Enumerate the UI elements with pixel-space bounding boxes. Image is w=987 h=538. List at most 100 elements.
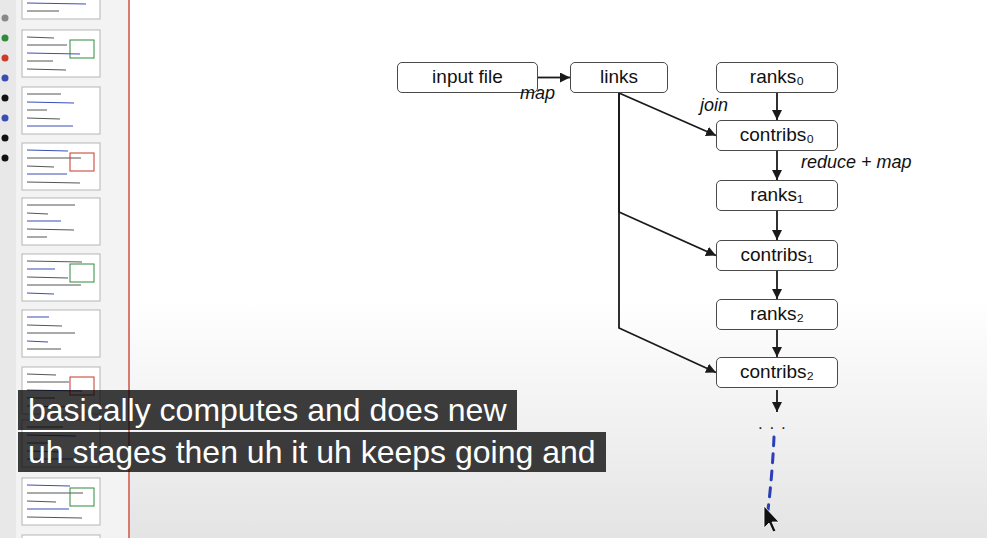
thumbnail-sketch	[70, 488, 94, 506]
thumbnail-scribble	[27, 501, 56, 502]
slide-thumbnail	[22, 310, 100, 357]
edge-label: map	[520, 84, 555, 104]
box-label: contribs₀	[740, 125, 814, 146]
thumbnail-frame	[22, 198, 100, 245]
thumbnail-sketch	[70, 153, 94, 171]
thumbnail-scribble	[27, 61, 53, 62]
subtitle-line: uh stages then uh it uh keeps going and	[18, 432, 606, 472]
flow-arrow	[776, 330, 778, 357]
thumbnail-scribble	[27, 102, 74, 103]
thumbnail-frame	[22, 30, 100, 77]
flow-arrow	[619, 93, 716, 256]
flow-arrow	[538, 77, 570, 79]
process-box: contribs₀	[716, 120, 838, 151]
thumbnail-scribble	[27, 317, 49, 318]
box-label: ranks₁	[751, 185, 804, 206]
thumbnail-frame	[22, 0, 100, 19]
process-box: ranks₀	[716, 62, 838, 93]
box-label: input file	[432, 67, 503, 88]
thumbnail-scribble	[27, 3, 86, 4]
slide-thumbnail	[22, 198, 100, 245]
thumbnail-scribble	[27, 333, 75, 334]
process-box: contribs₁	[716, 240, 838, 271]
thumbnail-scribble	[27, 174, 67, 175]
slide-thumbnail	[22, 143, 100, 190]
thumbnail-scribble	[27, 382, 69, 383]
box-label: ranks₀	[750, 67, 804, 88]
box-label: contribs₂	[740, 362, 814, 383]
thumbnail-scribble	[27, 277, 68, 278]
color-dot	[2, 115, 9, 122]
thumbnail-scribble	[27, 182, 80, 183]
thumbnail-scribble	[27, 45, 67, 46]
color-dot	[2, 155, 9, 162]
thumbnail-scribble	[27, 229, 74, 230]
continuation-arrow	[776, 390, 778, 412]
subtitle-line: basically computes and does new	[18, 390, 517, 430]
flow-arrow	[776, 151, 778, 180]
box-label: links	[600, 67, 638, 88]
thumbnail-scribble	[27, 205, 75, 206]
thumbnail-scribble	[27, 493, 83, 494]
thumbnail-scribble	[27, 166, 54, 167]
thumbnail-scribble	[27, 110, 47, 111]
edge-label: reduce + map	[801, 153, 912, 173]
continuation-dots: . . .	[758, 414, 787, 434]
tool-strip	[0, 0, 16, 538]
color-dot	[2, 75, 9, 82]
slide-thumbnail	[22, 30, 100, 77]
thumbnail-scribble	[27, 325, 62, 326]
thumbnail-scribble	[27, 221, 61, 222]
thumbnail-scribble	[27, 485, 70, 486]
slide-thumbnail	[22, 254, 100, 301]
flow-arrow	[776, 211, 778, 240]
thumbnail-frame	[22, 478, 100, 525]
thumbnail-scribble	[27, 158, 81, 159]
color-dot	[2, 55, 9, 62]
box-label: contribs₁	[741, 245, 814, 266]
thumbnail-sketch	[70, 40, 94, 58]
slide-thumbnail	[22, 478, 100, 525]
pen-stroke	[768, 437, 774, 510]
color-dot	[2, 35, 9, 42]
color-dot	[2, 15, 9, 22]
thumbnail-scribble	[27, 269, 55, 270]
box-label: ranks₂	[750, 304, 804, 325]
thumbnail-scribble	[27, 285, 81, 286]
mouse-cursor	[764, 506, 779, 532]
thumbnail-frame	[22, 143, 100, 190]
thumbnail-scribble	[27, 349, 61, 350]
slide-thumbnail	[22, 535, 100, 538]
process-box: input file	[397, 62, 538, 93]
thumbnail-scribble	[27, 118, 60, 119]
process-box: ranks₂	[716, 299, 838, 330]
thumbnail-scribble	[27, 517, 82, 518]
thumbnail-frame	[22, 535, 100, 538]
tool-dots	[2, 15, 9, 162]
slide-thumbnail	[22, 0, 100, 19]
thumbnail-scribble	[27, 94, 61, 95]
thumbnail-scribble	[27, 150, 68, 151]
thumbnail-scribble	[27, 69, 66, 70]
flow-arrow	[776, 93, 778, 120]
edge-label: join	[700, 96, 728, 116]
thumbnail-scribble	[27, 374, 56, 375]
color-dot	[2, 135, 9, 142]
process-box: ranks₁	[716, 180, 838, 211]
flow-arrow	[619, 93, 716, 373]
thumbnail-scribble	[27, 126, 73, 127]
thumbnail-scribble	[27, 237, 47, 238]
process-box: links	[570, 62, 668, 93]
thumbnail-scribble	[27, 11, 59, 12]
thumbnail-scribble	[27, 213, 48, 214]
thumbnail-scribble	[27, 293, 54, 294]
process-box: contribs₂	[716, 357, 838, 388]
flow-arrow	[776, 271, 778, 299]
thumbnail-scribble	[27, 261, 82, 262]
thumbnail-frame	[22, 87, 100, 134]
thumbnail-scribble	[27, 341, 48, 342]
thumbnail-sketch	[70, 264, 94, 282]
slide-thumbnail	[22, 87, 100, 134]
thumbnail-scribble	[27, 509, 69, 510]
thumbnail-frame	[22, 254, 100, 301]
